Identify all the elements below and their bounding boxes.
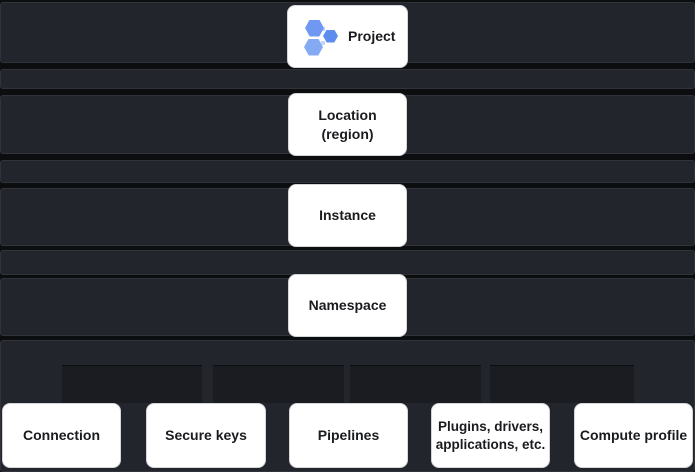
location-label-line1: Location [318, 106, 377, 123]
data-fusion-icon [301, 18, 339, 56]
pipelines-label: Pipelines [317, 427, 380, 443]
shade-patch [350, 365, 481, 403]
connection-label: Connection [23, 427, 100, 443]
shade-patch [62, 365, 202, 403]
compute-profile-node: Compute profile [574, 403, 693, 468]
plugins-node: Plugins, drivers, applications, etc. [431, 403, 550, 468]
project-node: Project [287, 5, 408, 68]
location-node: Location (region) [288, 93, 407, 156]
band-spacer-3 [0, 250, 695, 275]
shade-patch [490, 365, 634, 403]
band-spacer-1 [0, 69, 695, 89]
secure-keys-label: Secure keys [165, 427, 247, 443]
hex-connector [321, 40, 325, 45]
namespace-node: Namespace [288, 274, 407, 337]
instance-label: Instance [319, 207, 376, 223]
instance-node: Instance [288, 184, 407, 247]
connection-node: Connection [2, 403, 121, 468]
plugins-label-line1: Plugins, drivers, [437, 418, 544, 434]
secure-keys-node: Secure keys [146, 403, 266, 468]
pipelines-node: Pipelines [289, 403, 408, 468]
hexagon-bottom-left [304, 38, 323, 56]
project-label: Project [348, 28, 396, 44]
shade-patch [213, 365, 344, 403]
compute-profile-label: Compute profile [579, 427, 688, 443]
band-spacer-2 [0, 160, 695, 183]
hexagon-top-left [305, 19, 324, 37]
hexagon-right [323, 29, 338, 43]
namespace-label: Namespace [308, 297, 387, 313]
plugins-label-line2: applications, etc. [435, 436, 546, 452]
location-label-line2: (region) [321, 125, 374, 142]
